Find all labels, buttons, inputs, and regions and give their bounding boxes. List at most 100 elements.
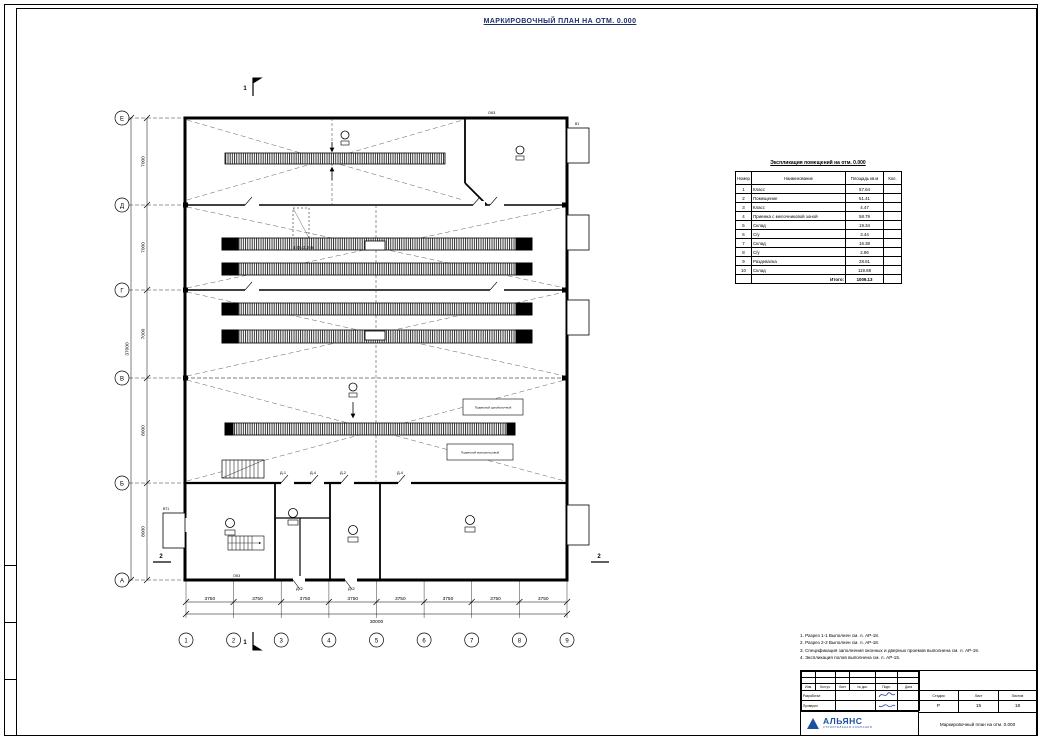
axis-number: 8 xyxy=(518,639,522,645)
crane-label: Подвесной однобалочный xyxy=(475,406,512,410)
stage-sheet-grid: Стадия Лист Листов Р 15 18 xyxy=(919,691,1036,713)
section-marks: 1 1 2 2 xyxy=(153,77,609,651)
section-mark-label: 2 xyxy=(597,554,601,560)
role-label: Разработал xyxy=(801,690,836,701)
dimension-label: 3750 xyxy=(347,596,358,602)
dimension-label: 3750 xyxy=(538,596,549,602)
margin-divider xyxy=(4,565,16,566)
stage-label: Стадия xyxy=(919,691,959,701)
note-line: 4. Экспликация полов выполнена см. л. АР… xyxy=(800,655,901,661)
stair-lower xyxy=(227,535,265,551)
dimension-label: 3750 xyxy=(443,596,454,602)
table-header-row: Номер пом. Наименование Площадь кв.м Кол… xyxy=(735,171,902,185)
section-mark-label: 1 xyxy=(243,640,247,646)
company-subtitle: СТРОИТЕЛЬНАЯ КОМПАНИЯ xyxy=(823,725,873,729)
door-tag: ДК2 xyxy=(296,587,303,591)
section-mark-label: 1 xyxy=(243,86,247,92)
total-label: Итого: xyxy=(751,274,846,284)
drawing-notes: 1. Разрез 1-1 Выполнен см. л. АР-18.2. Р… xyxy=(800,632,1035,661)
room-schedule-title: Экспликация помещений на отм. 0.000 xyxy=(770,160,866,166)
role-label: Проверил xyxy=(801,700,836,711)
roof-drain-symbols xyxy=(340,130,525,398)
dimension-label: 7000 xyxy=(141,156,147,167)
door-tag: ДК2 xyxy=(348,587,355,591)
axis-number: 4 xyxy=(327,639,331,645)
bottom-dimensions: 3750 3750 3750 3750 3750 3750 3750 3750 … xyxy=(178,580,575,648)
window-tag: В1 xyxy=(575,122,579,126)
axis-number: 2 xyxy=(232,639,236,645)
door-tag: Д-2 xyxy=(340,471,346,475)
room-schedule-table: Номер пом. Наименование Площадь кв.м Кол… xyxy=(735,171,902,284)
col-header-number: Номер пом. xyxy=(735,171,752,185)
dimension-label: 3750 xyxy=(395,596,406,602)
crane-label: Подвесной монорельсовый xyxy=(461,451,500,455)
sheets-value: 18 xyxy=(1014,704,1021,709)
axis-number: 1 xyxy=(184,639,188,645)
document-code-cell xyxy=(919,671,1036,691)
company-cell: АЛЬЯНС СТРОИТЕЛЬНАЯ КОМПАНИЯ xyxy=(801,711,918,735)
axis-number: 6 xyxy=(422,639,426,645)
stair xyxy=(221,459,265,479)
building-walls xyxy=(183,116,569,582)
exterior-docks xyxy=(162,127,590,549)
door-tag: Д-4 xyxy=(397,471,403,475)
crane-label-boxes: Подвесной однобалочный Подвесной монорел… xyxy=(446,398,524,461)
total-value: 1009.13 xyxy=(845,274,884,284)
col-header-name: Наименование xyxy=(751,171,846,185)
title-block: Изм. Кол.уч. Лист № док. Подп. Дата Разр… xyxy=(800,670,1037,736)
drawing-title: Маркировочный план на отм. 0.000 xyxy=(939,721,1016,727)
left-dimensions: 7000 7000 7000 8000 8000 37000 xyxy=(125,114,151,584)
dimension-label: 3750 xyxy=(300,596,311,602)
window-tag: ВТ1 xyxy=(163,507,169,511)
dimension-label: 7000 xyxy=(141,328,147,339)
flow-arrows xyxy=(329,142,356,419)
sheet-label: Лист xyxy=(959,691,999,701)
axis-letters: Е Д Г В Б А xyxy=(114,110,185,588)
opening-tags: ОК3 В1 ВТ1 ОК3 ДК2 ДК2 Д-1 Д-4 Д-2 Д-4 xyxy=(163,111,579,591)
dimension-total-label: 37000 xyxy=(125,342,131,356)
axis-letter: Б xyxy=(120,482,124,488)
company-name: АЛЬЯНС xyxy=(823,716,863,727)
axis-letter: Д xyxy=(120,204,124,210)
sheet-inner-frame xyxy=(16,8,1037,736)
axis-number: 3 xyxy=(280,639,284,645)
col-header-qty: Кол. xyxy=(883,171,902,185)
room-fixture-symbols xyxy=(224,508,476,543)
axis-letter: А xyxy=(120,579,124,585)
sheets-label: Листов xyxy=(999,691,1036,701)
page-title: МАРКИРОВОЧНЫЙ ПЛАН НА ОТМ. 0.000 xyxy=(483,18,637,25)
note-line: 2. Разрез 2-2 Выполнен см. л. АР-18. xyxy=(800,640,880,646)
stage-value: Р xyxy=(919,701,959,712)
dimension-label: 3750 xyxy=(490,596,501,602)
axis-number: 9 xyxy=(565,639,569,645)
dimension-label: 3750 xyxy=(204,596,215,602)
dimension-label: 3750 xyxy=(252,596,263,602)
margin-divider xyxy=(4,622,16,623)
col-header-area: Площадь кв.м xyxy=(845,171,884,185)
dimension-label: 8000 xyxy=(141,425,147,436)
margin-divider xyxy=(4,679,16,680)
axis-letter: Г xyxy=(120,289,124,295)
section-mark-label: 2 xyxy=(159,554,163,560)
axis-letter: Е xyxy=(120,117,124,123)
dimension-label: 7000 xyxy=(141,242,147,253)
axis-letter: В xyxy=(120,377,124,383)
revision-header-row: Изм. Кол.уч. Лист № док. Подп. Дата xyxy=(801,683,920,691)
shaft: 4 Q=3,2 м xyxy=(292,207,313,250)
title-block-right: Стадия Лист Листов Р 15 18 Маркировочный… xyxy=(919,671,1036,735)
door-tag: Д-1 xyxy=(280,471,286,475)
checker-row: Проверил xyxy=(801,700,920,711)
signature-table: Изм. Кол.уч. Лист № док. Подп. Дата Разр… xyxy=(801,671,920,711)
sheet-value: 15 xyxy=(959,701,999,712)
